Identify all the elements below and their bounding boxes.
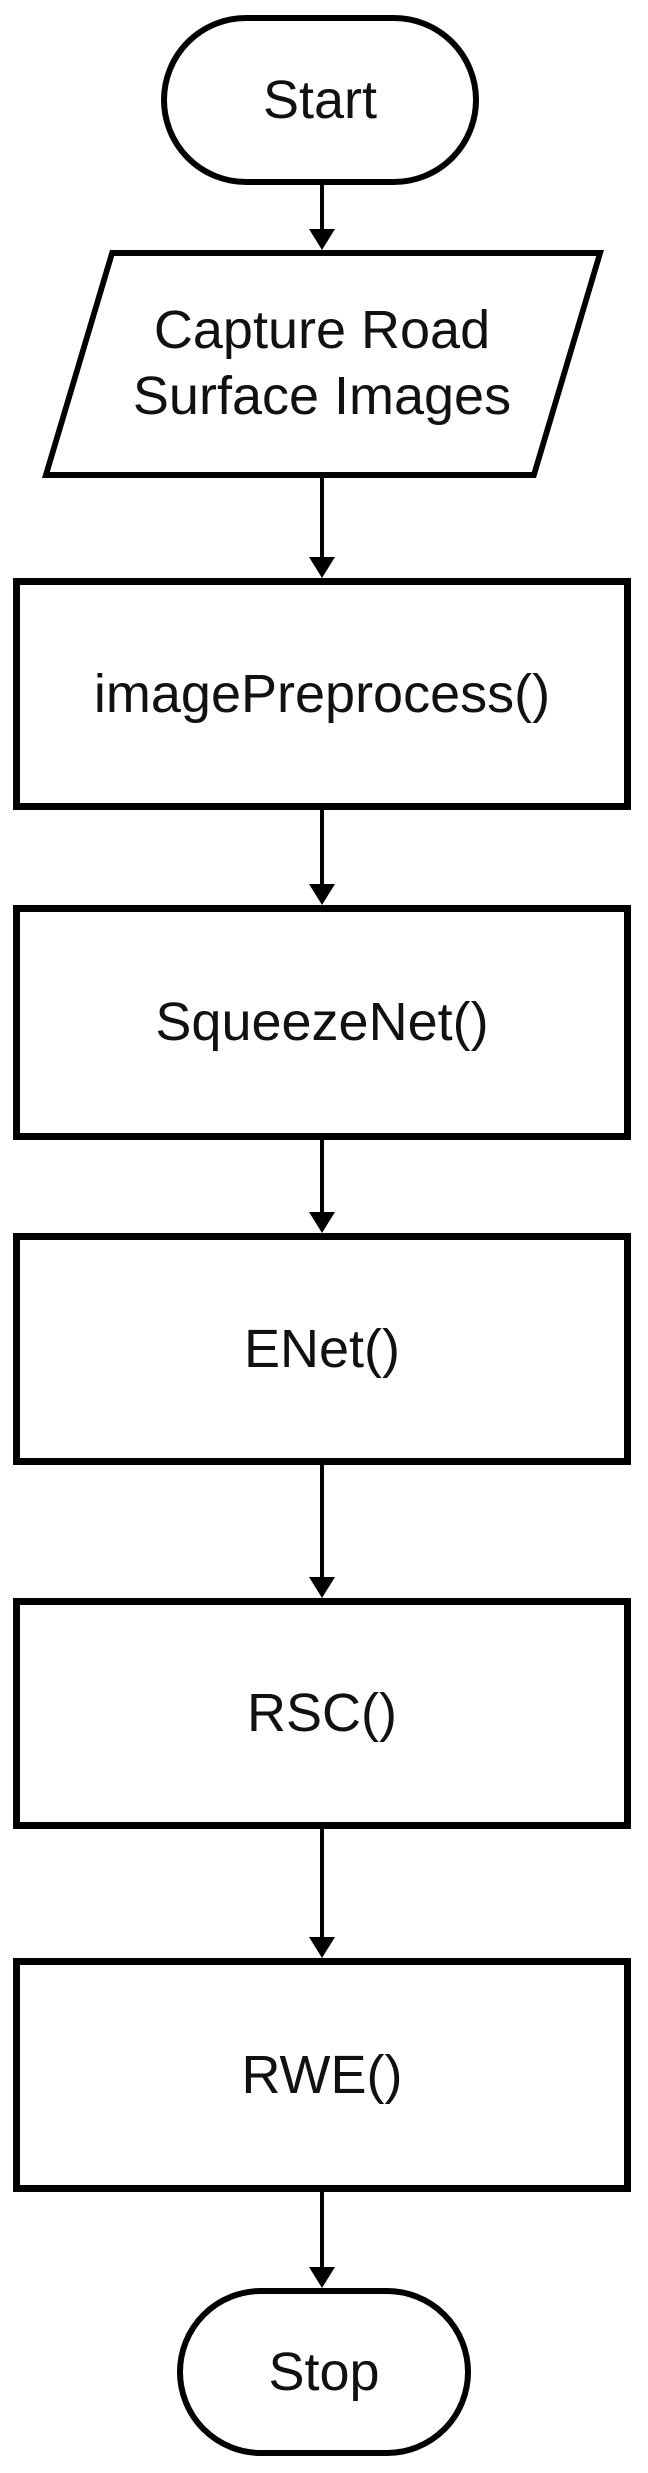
flow-arrow-enet-to-rsc [302, 1465, 342, 1598]
node-label-capture: Capture Road Surface Images [132, 300, 512, 426]
flowchart-node-stop: Stop [177, 2288, 471, 2456]
node-label-rsc: RSC() [247, 1683, 397, 1744]
flow-arrow-capture-to-preprocess [302, 478, 342, 578]
flow-arrow-squeezenet-to-enet [302, 1140, 342, 1233]
arrow-line [320, 478, 324, 557]
arrow-head-icon [309, 1937, 335, 1958]
arrow-head-icon [309, 2267, 335, 2288]
flowchart-node-start: Start [161, 15, 479, 185]
arrow-head-icon [309, 1212, 335, 1233]
arrow-line [320, 810, 324, 884]
arrow-head-icon [309, 229, 335, 250]
flow-arrow-start-to-capture [302, 185, 342, 250]
flowchart-node-rwe: RWE() [13, 1958, 631, 2192]
node-label-squeezenet: SqueezeNet() [155, 992, 489, 1053]
flow-arrow-rsc-to-rwe [302, 1829, 342, 1958]
node-label-preprocess: imagePreprocess() [93, 663, 551, 724]
flowchart-node-squeezenet: SqueezeNet() [13, 905, 631, 1140]
arrow-line [320, 185, 324, 229]
arrow-line [320, 1465, 324, 1577]
arrow-line [320, 2192, 324, 2267]
arrow-head-icon [309, 884, 335, 905]
arrow-head-icon [309, 557, 335, 578]
flowchart-node-image-preprocess: imagePreprocess() [13, 578, 631, 810]
flow-arrow-rwe-to-stop [302, 2192, 342, 2288]
arrow-head-icon [309, 1577, 335, 1598]
flowchart-node-rsc: RSC() [13, 1598, 631, 1829]
node-label-start: Start [262, 69, 378, 130]
node-label-stop: Stop [268, 2341, 380, 2402]
node-label-enet: ENet() [243, 1318, 400, 1379]
flow-arrow-preprocess-to-squeezenet [302, 810, 342, 905]
arrow-line [320, 1829, 324, 1937]
arrow-line [320, 1140, 324, 1212]
node-label-rwe: RWE() [241, 2044, 403, 2105]
flowchart-node-enet: ENet() [13, 1233, 631, 1465]
